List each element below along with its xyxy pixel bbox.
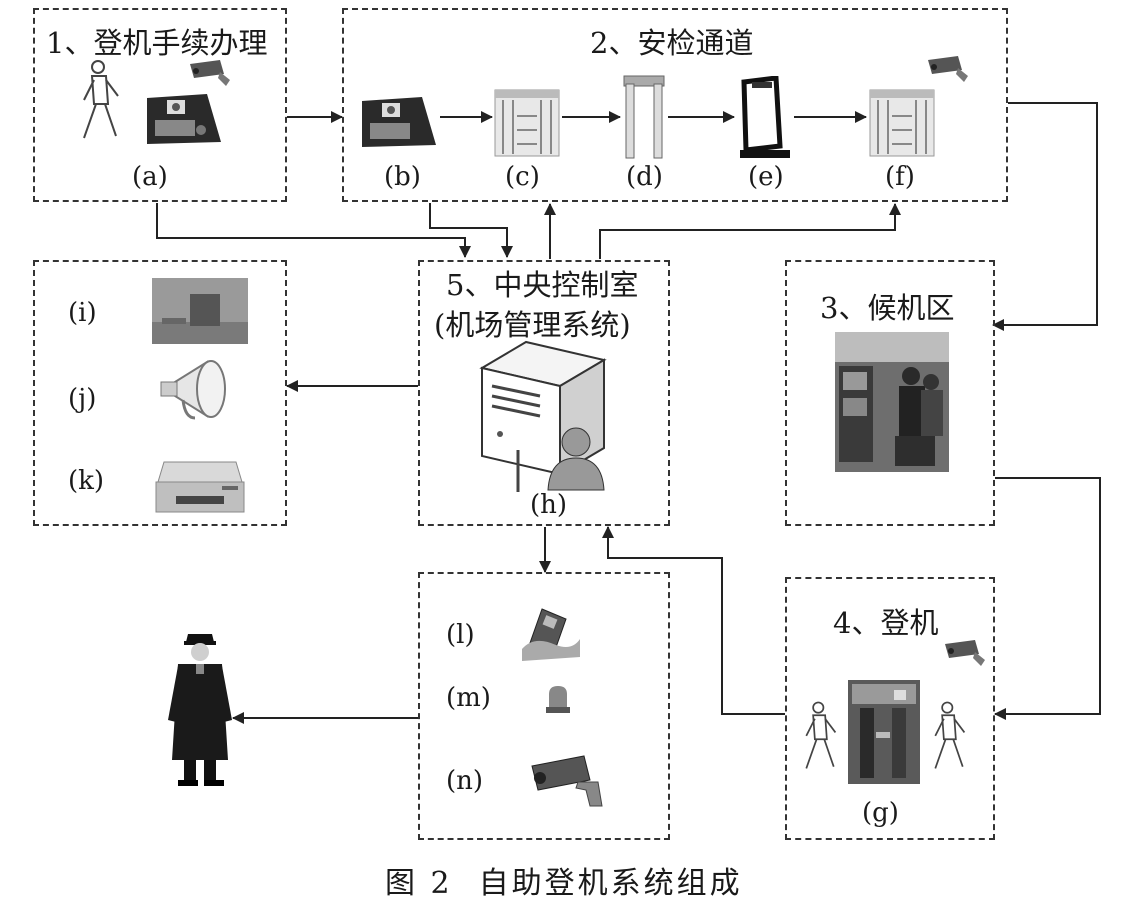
label-n: (n) <box>446 766 484 796</box>
server-with-user-icon <box>479 340 607 492</box>
label-k: (k) <box>68 466 105 496</box>
metal-detector-gate-icon <box>623 75 665 159</box>
walking-person-icon <box>83 60 119 139</box>
arrow-boarding-to-control <box>602 526 785 715</box>
label-e: (e) <box>748 162 784 192</box>
face-recognition-kiosk-icon <box>362 97 436 147</box>
label-j: (j) <box>68 384 97 414</box>
walking-person-icon <box>934 701 966 769</box>
figure-title: 自助登机系统组成 <box>478 866 743 901</box>
surveillance-camera-icon <box>928 56 968 82</box>
label-c: (c) <box>505 162 540 192</box>
label-m: (m) <box>446 683 491 713</box>
label-i: (i) <box>68 298 97 328</box>
alarm-light-icon <box>546 686 570 713</box>
checkin-box <box>33 8 287 202</box>
label-a: (a) <box>132 162 168 192</box>
label-f: (f) <box>885 162 915 192</box>
arrow-control-to-f <box>599 203 901 259</box>
outputs-box <box>33 260 287 526</box>
control-room-title: 5、中央控制室 <box>446 268 639 302</box>
walking-person-icon <box>805 701 837 769</box>
label-h: (h) <box>530 490 568 520</box>
control-room-subtitle: (机场管理系统) <box>434 308 631 342</box>
control-room-box <box>418 260 670 526</box>
security-guard-icon <box>168 634 232 786</box>
checkin-title: 1、登机手续办理 <box>46 26 268 60</box>
gate-turnstile-icon <box>494 89 560 157</box>
label-b: (b) <box>384 162 421 192</box>
boarding-box <box>785 577 995 840</box>
arrow-security-to-waiting <box>992 102 1098 331</box>
label-g: (g) <box>862 798 899 828</box>
loudspeaker-icon <box>160 360 226 420</box>
face-recognition-kiosk-icon <box>147 94 221 144</box>
door-photo-icon <box>152 278 248 344</box>
surveillance-camera-icon <box>190 60 230 86</box>
security-title: 2、安检通道 <box>590 26 754 60</box>
security-box <box>342 8 1008 202</box>
boarding-title: 4、登机 <box>833 606 939 640</box>
boarding-gate-photo-icon <box>848 680 920 784</box>
waiting-area-title: 3、候机区 <box>820 291 955 325</box>
printer-icon <box>155 461 245 513</box>
label-d: (d) <box>626 162 663 192</box>
figure-number: 图 2 <box>385 866 453 901</box>
handheld-phone-icon <box>522 608 580 661</box>
alerts-box <box>418 572 670 840</box>
surveillance-camera-icon <box>945 640 985 666</box>
arrow-b-to-control <box>429 203 513 258</box>
arrow-a-to-control <box>156 203 471 258</box>
waiting-area-box <box>785 260 995 526</box>
arrow-waiting-to-boarding <box>994 477 1101 720</box>
waiting-area-photo-icon <box>835 332 949 472</box>
body-scanner-icon <box>740 76 790 158</box>
label-l: (l) <box>446 620 475 650</box>
figure-caption: 图 2 自助登机系统组成 <box>385 858 743 902</box>
surveillance-camera-icon <box>531 755 603 807</box>
gate-turnstile-icon <box>869 89 935 157</box>
